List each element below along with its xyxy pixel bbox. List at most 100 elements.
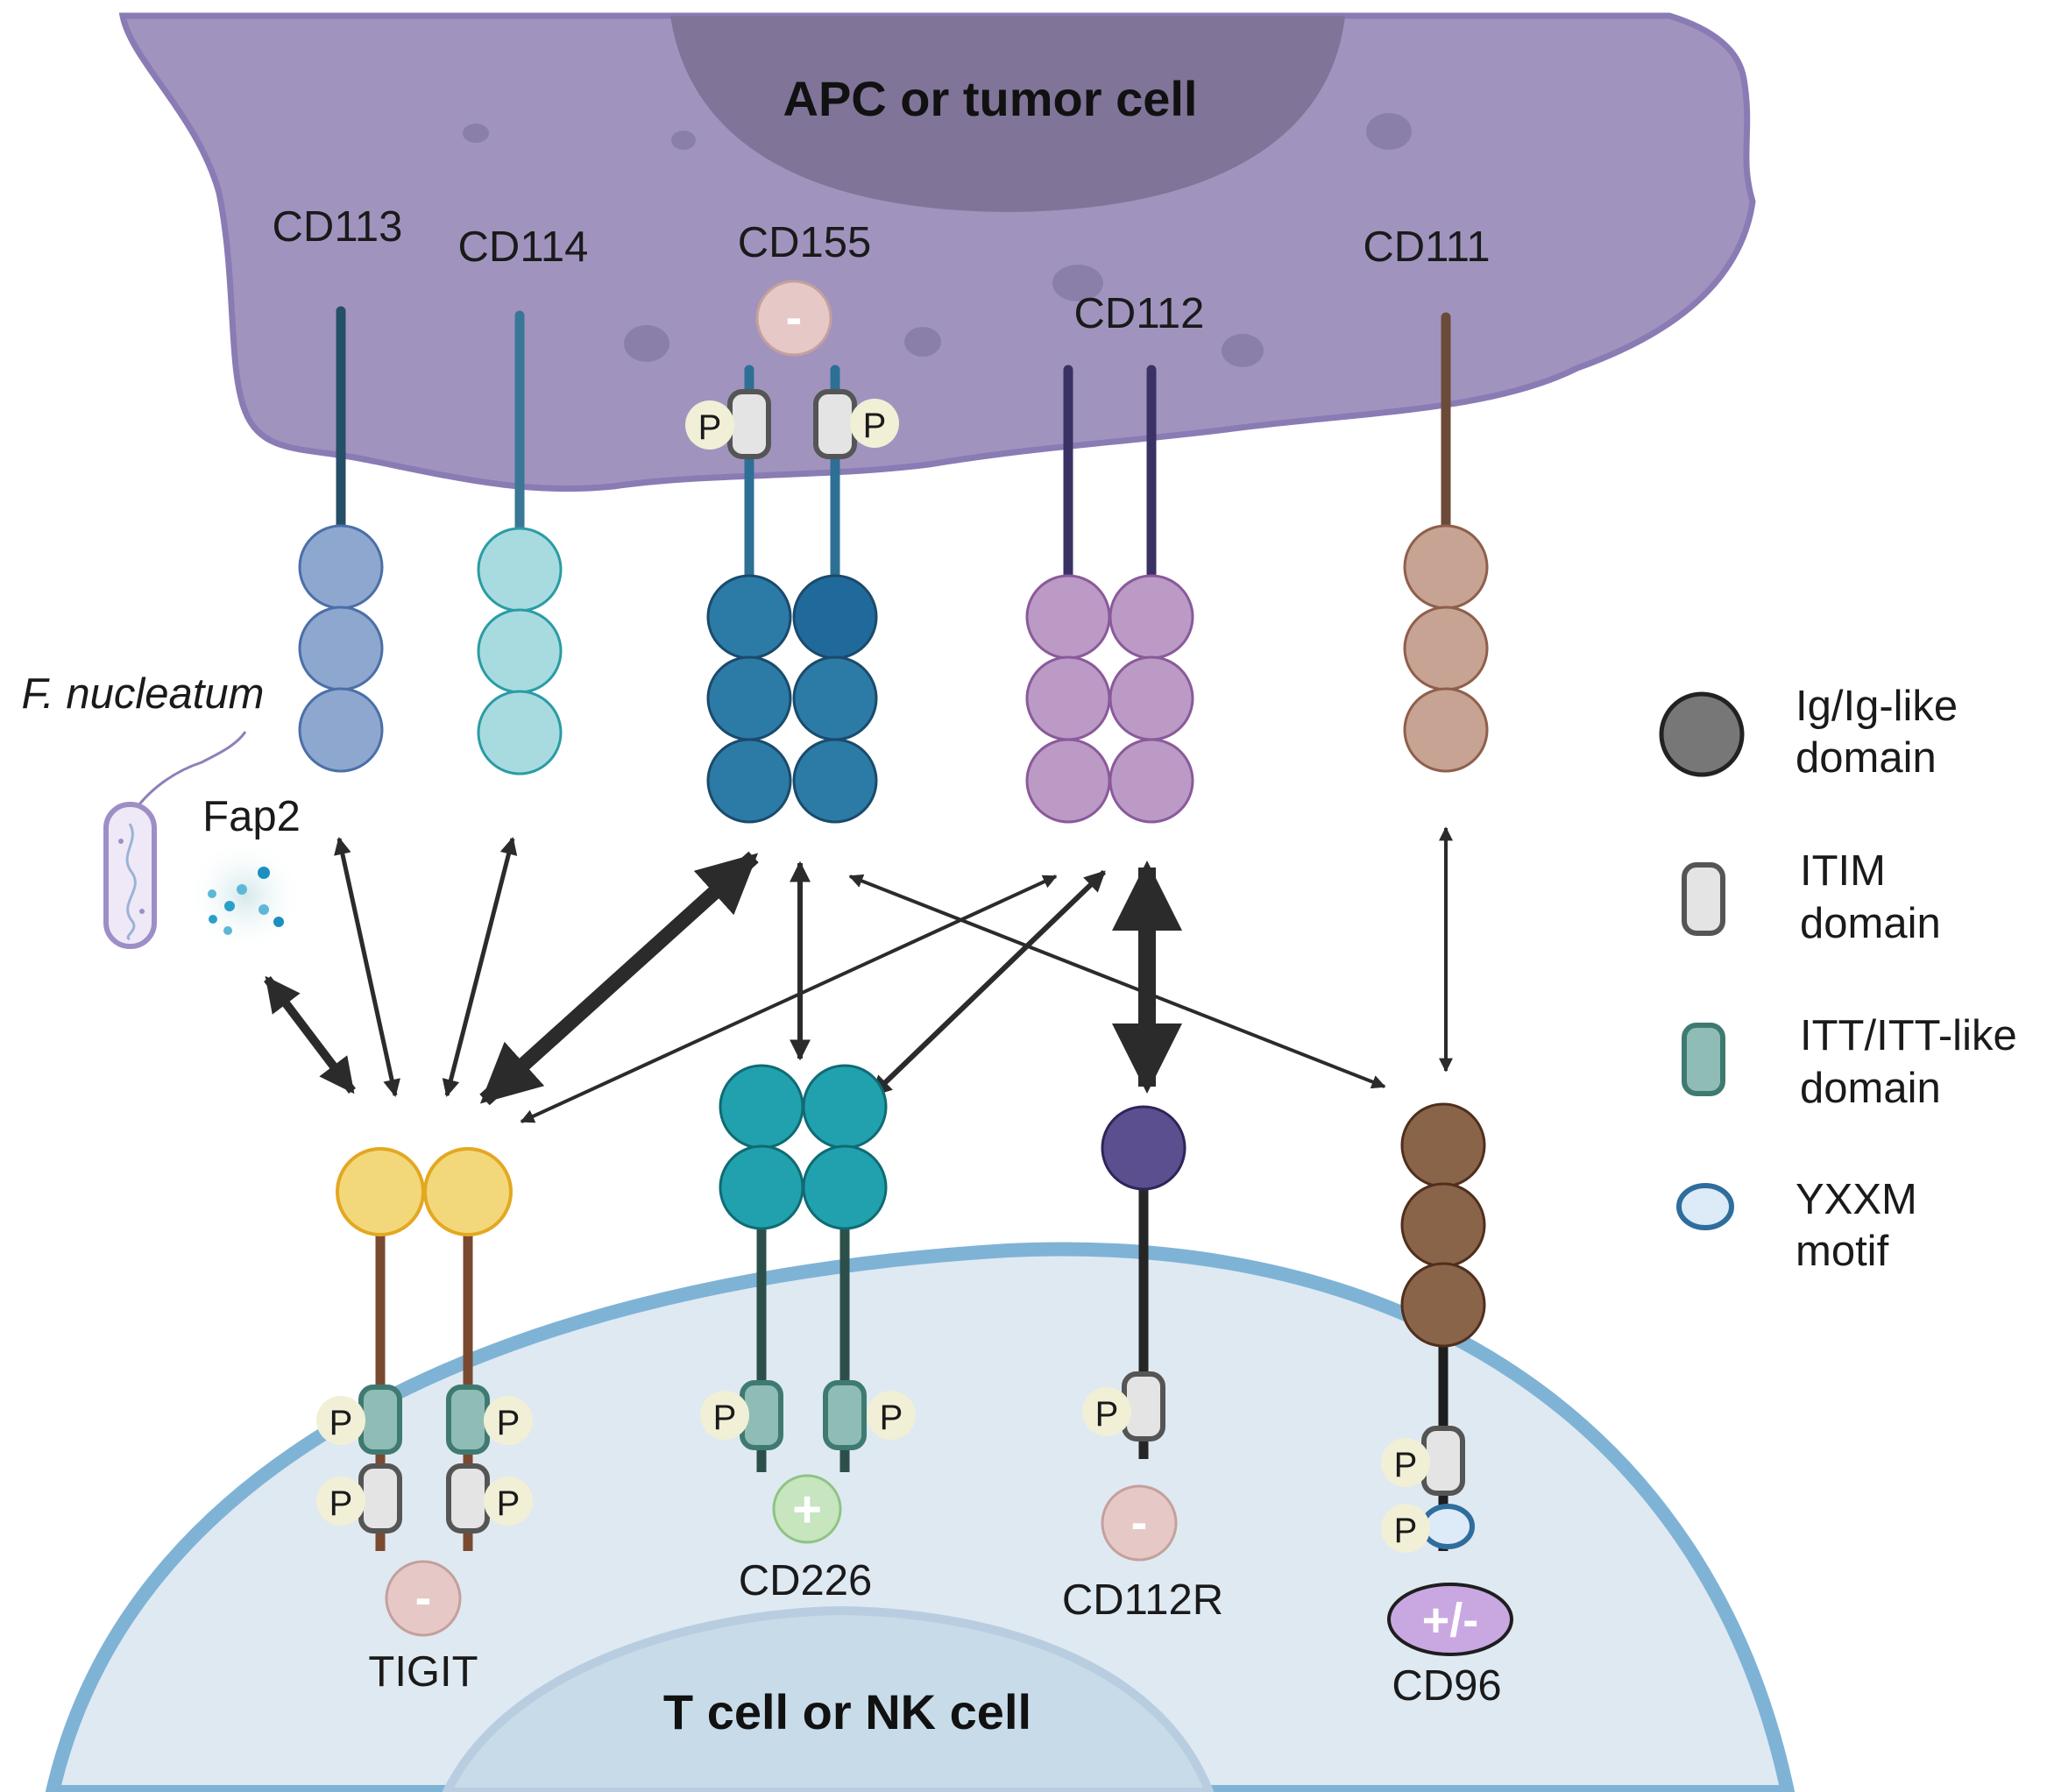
cd96-label: CD96	[1392, 1662, 1501, 1710]
legend-yxxm-label-line2: motif	[1796, 1228, 1889, 1275]
ig-domain	[719, 1064, 804, 1150]
inhibitory-sign: -	[1131, 1494, 1148, 1549]
apc-nucleus	[670, 16, 1345, 212]
phospho-badge	[700, 1391, 749, 1440]
phospho-label: P	[880, 1399, 903, 1437]
dual-effect-sign: +/-	[1422, 1594, 1479, 1647]
vesicle	[1366, 113, 1412, 150]
ig-domain	[1025, 738, 1111, 824]
phospho-badge	[1381, 1504, 1430, 1553]
ig-domain	[477, 527, 563, 613]
arrow-cd113-tigit	[334, 837, 400, 1097]
fap2-particle	[224, 901, 235, 911]
fap2-glow	[188, 838, 303, 953]
apc-cell-body	[118, 12, 1756, 492]
fap2-particle	[209, 915, 217, 924]
ig-domain	[477, 690, 563, 776]
phospho-label: P	[1394, 1512, 1418, 1550]
f-nucleatum-label: F. nucleatum	[22, 670, 265, 718]
phospho-label: P	[1095, 1395, 1119, 1434]
cd112r-receptor: P - CD112R	[1062, 1105, 1223, 1624]
bacterium-dot	[139, 909, 145, 914]
phospho-badge	[1082, 1387, 1131, 1436]
legend-ig-label-line2: domain	[1796, 734, 1937, 782]
itim-domain	[358, 1463, 402, 1533]
legend-itim-domain: ITIM domain	[1682, 847, 1941, 947]
cd155-ligand: CD155 - P P	[685, 219, 899, 824]
fap2-particle	[258, 867, 270, 879]
fap2-particle	[223, 926, 232, 935]
itim-domain	[446, 1463, 490, 1533]
legend: Ig/Ig-like domain ITIM domain ITT/ITT-li…	[1659, 683, 2017, 1275]
legend-ig-label-line1: Ig/Ig-like	[1796, 683, 1958, 730]
vesicle	[1222, 334, 1264, 367]
ig-domain	[1025, 655, 1111, 741]
ig-domain	[1108, 655, 1194, 741]
ig-domain	[792, 655, 878, 741]
phospho-label: P	[713, 1399, 737, 1437]
itim-domain	[727, 389, 771, 459]
phospho-badge	[484, 1396, 533, 1445]
vesicle	[463, 124, 489, 143]
activating-sign: +	[792, 1481, 822, 1538]
inhibitory-sign: -	[786, 289, 803, 344]
ig-domain	[792, 574, 878, 660]
cd226-receptor: P P + CD226	[700, 1064, 916, 1604]
vesicle	[904, 327, 941, 357]
t-cell-nucleus	[442, 1605, 1215, 1792]
fap2-particle	[259, 904, 269, 915]
legend-ig-domain: Ig/Ig-like domain	[1659, 683, 1958, 782]
dual-effect-badge	[1387, 1583, 1513, 1656]
ig-domain	[706, 574, 792, 660]
phospho-label: P	[863, 407, 887, 445]
legend-itt-label-line2: domain	[1800, 1065, 1941, 1112]
fap2-particle	[273, 917, 284, 927]
flagellum	[130, 731, 247, 816]
ig-domain	[1025, 574, 1111, 660]
itt-domain	[446, 1385, 490, 1455]
interaction-arrows	[264, 826, 1453, 1123]
cd113-ligand: CD113	[273, 203, 402, 773]
legend-itt-domain: ITT/ITT-like domain	[1682, 1012, 2017, 1112]
fap2-particle	[237, 884, 247, 895]
ig-domain	[298, 524, 384, 610]
phospho-badge	[1381, 1438, 1430, 1487]
phospho-label: P	[1394, 1446, 1418, 1484]
arrow-cd112-cd226	[869, 869, 1107, 1098]
cd112-label: CD112	[1074, 290, 1205, 337]
phospho-badge	[685, 400, 734, 450]
cd114-label: CD114	[458, 223, 589, 271]
ig-domain	[1400, 1262, 1486, 1348]
fap2-label: Fap2	[202, 793, 301, 840]
t-cell-label: T cell or NK cell	[663, 1684, 1031, 1739]
legend-yxxm-label-line1: YXXM	[1796, 1176, 1917, 1223]
fap2-particle	[208, 889, 216, 898]
vesicle	[624, 325, 669, 362]
ig-domain	[423, 1147, 513, 1236]
arrow-cd114-tigit	[442, 837, 518, 1097]
ig-domain	[706, 655, 792, 741]
legend-itim-label-line1: ITIM	[1800, 847, 1886, 895]
legend-ig-swatch	[1659, 691, 1745, 777]
phospho-label: P	[497, 1404, 521, 1442]
ig-domain	[1400, 1102, 1486, 1188]
arrow-cd155-tigit	[479, 851, 759, 1106]
phospho-label: P	[497, 1484, 521, 1523]
ig-domain	[706, 738, 792, 824]
ig-domain	[802, 1144, 888, 1230]
legend-yxxm-motif: YXXM motif	[1676, 1176, 1917, 1275]
bacterium-dot	[118, 839, 124, 844]
legend-itim-label-line2: domain	[1800, 900, 1941, 947]
cd155-label: CD155	[738, 219, 872, 266]
inhibitory-badge	[755, 280, 832, 357]
ig-domain	[477, 608, 563, 694]
tigit-label: TIGIT	[368, 1648, 478, 1696]
apc-cell: APC or tumor cell	[118, 12, 1756, 492]
ig-domain	[1403, 524, 1489, 610]
phospho-badge	[850, 399, 899, 448]
ig-domain	[336, 1147, 425, 1236]
cd114-ligand: CD114	[458, 223, 589, 776]
ig-domain	[1403, 687, 1489, 773]
phospho-label: P	[698, 408, 722, 447]
